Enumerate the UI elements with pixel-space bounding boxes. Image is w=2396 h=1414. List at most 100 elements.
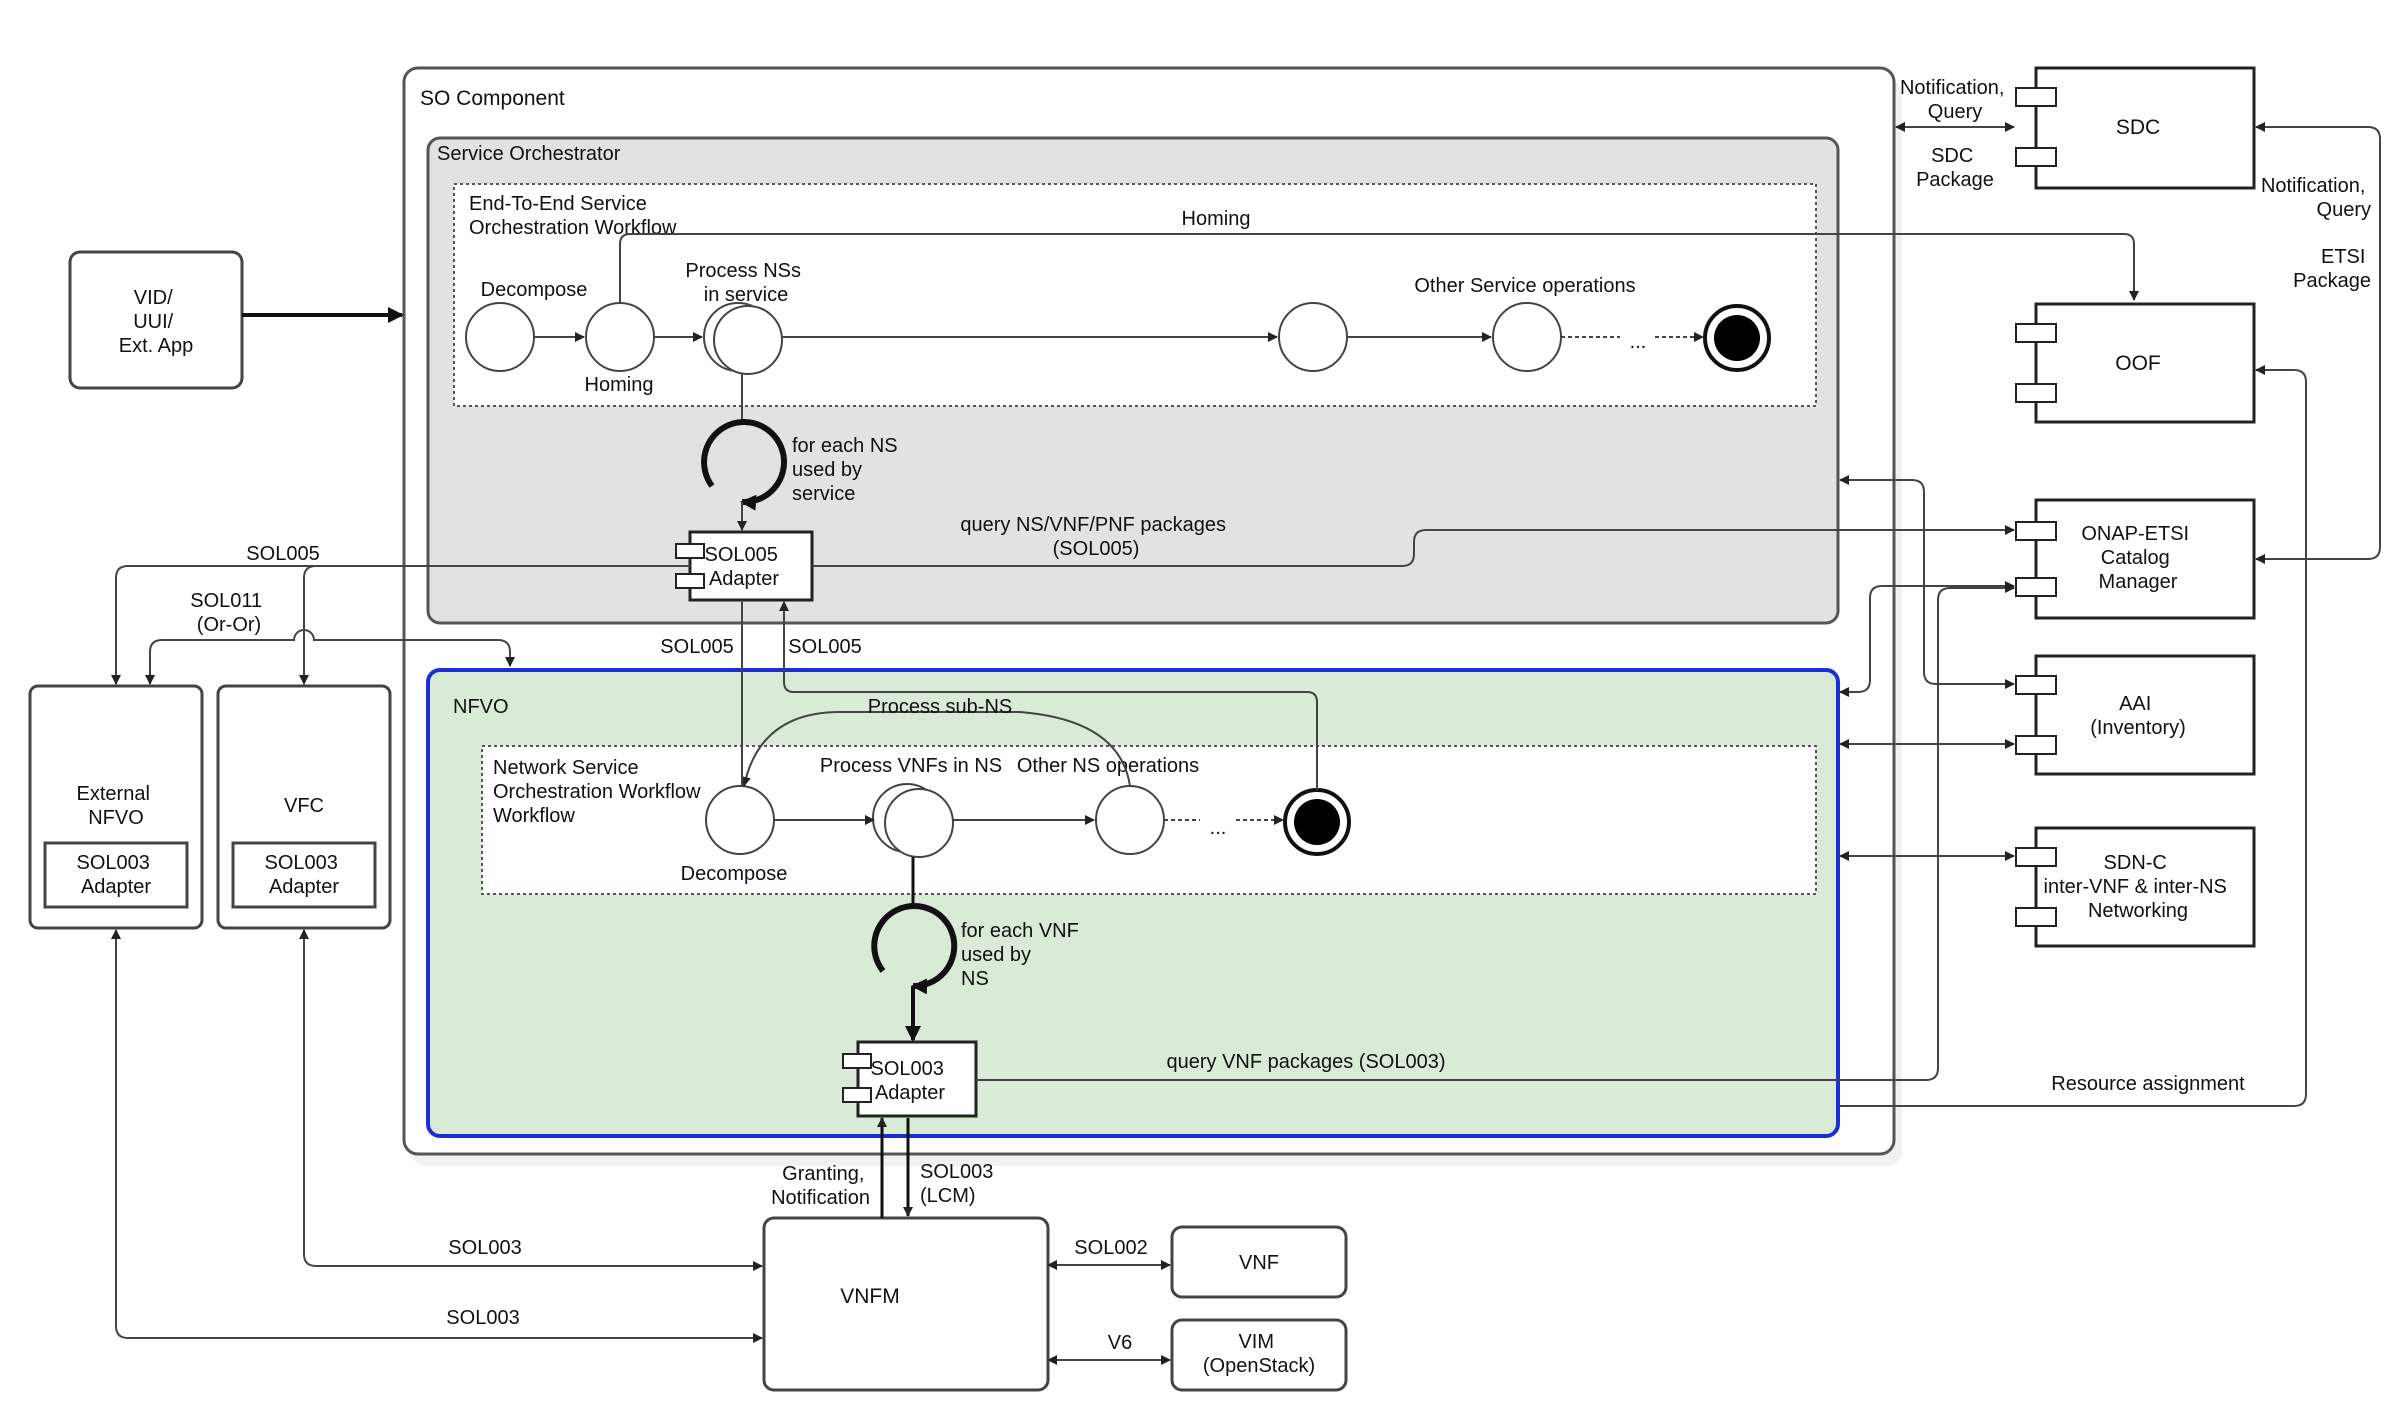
sol005-adapter-port-top <box>675 543 705 559</box>
query-ns-label: query NS/VNF/PNF packages (SOL005) <box>960 514 1231 560</box>
loop-vnf-arrow <box>871 903 958 995</box>
service-orchestrator-label: Service Orchestrator <box>437 143 621 165</box>
loop-vnf-label: for each VNF used by NS <box>961 920 1084 990</box>
external-nfvo-adapter-label: SOL003 Adapter <box>77 852 156 898</box>
query-vnf-label: query VNF packages (SOL003) <box>1166 1051 1445 1073</box>
other-service-ops-label: Other Service operations <box>1414 275 1635 297</box>
catalog-manager-box <box>2034 498 2256 620</box>
ns-decompose-label: Decompose <box>681 863 788 885</box>
sub-ns-label: Process sub-NS <box>868 696 1013 718</box>
sdc-port-top <box>2015 87 2057 107</box>
decompose-label: Decompose <box>481 279 588 301</box>
granting-label: Granting, Notification <box>771 1163 870 1209</box>
vnfm-box <box>762 1216 1050 1392</box>
external-nfvo-adapter <box>43 841 189 909</box>
oof-port-bottom <box>2015 383 2057 403</box>
sol003-adapter-label: SOL003 Adapter <box>871 1058 950 1104</box>
vfc-label: VFC <box>284 795 324 817</box>
edge-sol011 <box>145 629 515 685</box>
sol003-adapter-port-bottom <box>842 1087 872 1103</box>
oof-port-top <box>2015 323 2057 343</box>
process-vnfs-label: Process VNFs in NS <box>820 755 1002 777</box>
catalog-manager-label: ONAP-ETSI Catalog Manager <box>2081 523 2194 593</box>
vfc-adapter-label: SOL003 Adapter <box>265 852 344 898</box>
other-ns-op-node <box>1095 785 1165 855</box>
sdc-port-bottom <box>2015 147 2057 167</box>
service-op-node <box>1278 302 1348 372</box>
sdnc-port-top <box>2015 847 2057 867</box>
so-component-label: SO Component <box>420 87 565 110</box>
sol003-adapter <box>856 1040 978 1118</box>
catalog-port-bottom <box>2015 577 2057 597</box>
decompose-node <box>465 302 535 372</box>
edge-sol005-ext-nfvo <box>111 565 690 685</box>
edge-ext-nfvo-vnfm <box>111 929 763 1343</box>
process-ns-node <box>713 305 783 375</box>
nfvo-container <box>426 668 1840 1138</box>
notif-query-right-label: Notification, Query <box>2261 175 2371 221</box>
vim-box <box>1170 1318 1348 1392</box>
sol003-adapter-port-top <box>842 1053 872 1069</box>
process-vnfs-node <box>884 788 954 858</box>
ns-end-node-core <box>1294 799 1340 845</box>
notif-query-sdc-label: Notification, Query <box>1900 77 2010 123</box>
vim-label: VIM (OpenStack) <box>1203 1331 1315 1377</box>
edge-sub-ns-loop <box>741 711 1131 787</box>
sol005-up-label: SOL005 <box>788 636 861 658</box>
edge-sol005-vfc <box>299 565 317 685</box>
vfc-adapter <box>231 841 377 909</box>
sol003-lcm-label: SOL003 (LCM) <box>920 1161 999 1207</box>
edge-sdc-catalog <box>2255 122 2381 564</box>
vid-uui-label: VID/ UUI/ Ext. App <box>119 287 194 357</box>
sol005-left-label: SOL005 <box>246 543 319 565</box>
vid-uui-box <box>68 250 244 390</box>
other-service-op-node <box>1492 302 1562 372</box>
resource-assignment-label: Resource assignment <box>2051 1073 2245 1095</box>
ns-ellipsis: ... <box>1210 817 1227 839</box>
e2e-workflow-box <box>453 183 1817 407</box>
e2e-workflow-label: End-To-End Service Orchestration Workflo… <box>469 193 677 239</box>
sol005-down-label: SOL005 <box>660 636 733 658</box>
external-nfvo-label: External NFVO <box>77 783 156 829</box>
aai-label: AAI (Inventory) <box>2090 693 2186 739</box>
sdnc-port-bottom <box>2015 907 2057 927</box>
sol003-nfvo-label: SOL003 <box>446 1307 519 1329</box>
sdc-package-label: SDC Package <box>1916 145 1994 191</box>
catalog-port-top <box>2015 521 2057 541</box>
homing-node <box>585 302 655 372</box>
nfvo-label: NFVO <box>453 696 509 718</box>
e2e-ellipsis: ... <box>1630 331 1647 353</box>
ns-decompose-node <box>705 785 775 855</box>
other-ns-ops-label: Other NS operations <box>1017 755 1199 777</box>
sol003-vfc-label: SOL003 <box>448 1237 521 1259</box>
edge-sol005-up <box>779 601 1318 790</box>
e2e-end-node-core <box>1714 315 1760 361</box>
sol005-adapter-port-bottom <box>675 573 705 589</box>
sol002-label: SOL002 <box>1074 1237 1147 1259</box>
vnfm-label: VNFM <box>840 1285 900 1308</box>
loop-ns-arrow <box>701 419 787 511</box>
homing-label: Homing <box>585 374 654 396</box>
vnf-box <box>1170 1225 1348 1299</box>
aai-box <box>2034 654 2256 776</box>
edge-so-aai <box>1839 475 2015 689</box>
sol005-adapter-label: SOL005 Adapter <box>705 544 784 590</box>
edge-homing-oof <box>619 233 2139 303</box>
homing-link-label: Homing <box>1182 208 1251 230</box>
process-ns-label: Process NSs in service <box>685 260 806 306</box>
sdnc-box <box>2034 826 2256 948</box>
sol011-label: SOL011 (Or-Or) <box>190 590 267 636</box>
loop-ns-label: for each NS used by service <box>792 435 903 505</box>
aai-port-top <box>2015 675 2057 695</box>
vnf-label: VNF <box>1239 1252 1279 1274</box>
etsi-package-label: ETSI Package <box>2293 246 2371 292</box>
ns-workflow-label: Network Service Orchestration Workflow W… <box>493 757 706 827</box>
oof-label: OOF <box>2115 352 2161 375</box>
v6-label: V6 <box>1108 1332 1132 1354</box>
edge-resource-assignment <box>1840 365 2307 1107</box>
sdnc-label: SDN-C inter-VNF & inter-NS Networking <box>2044 852 2233 922</box>
edge-query-ns-packages <box>812 525 2015 567</box>
sdc-box <box>2034 66 2256 190</box>
aai-port-bottom <box>2015 735 2057 755</box>
